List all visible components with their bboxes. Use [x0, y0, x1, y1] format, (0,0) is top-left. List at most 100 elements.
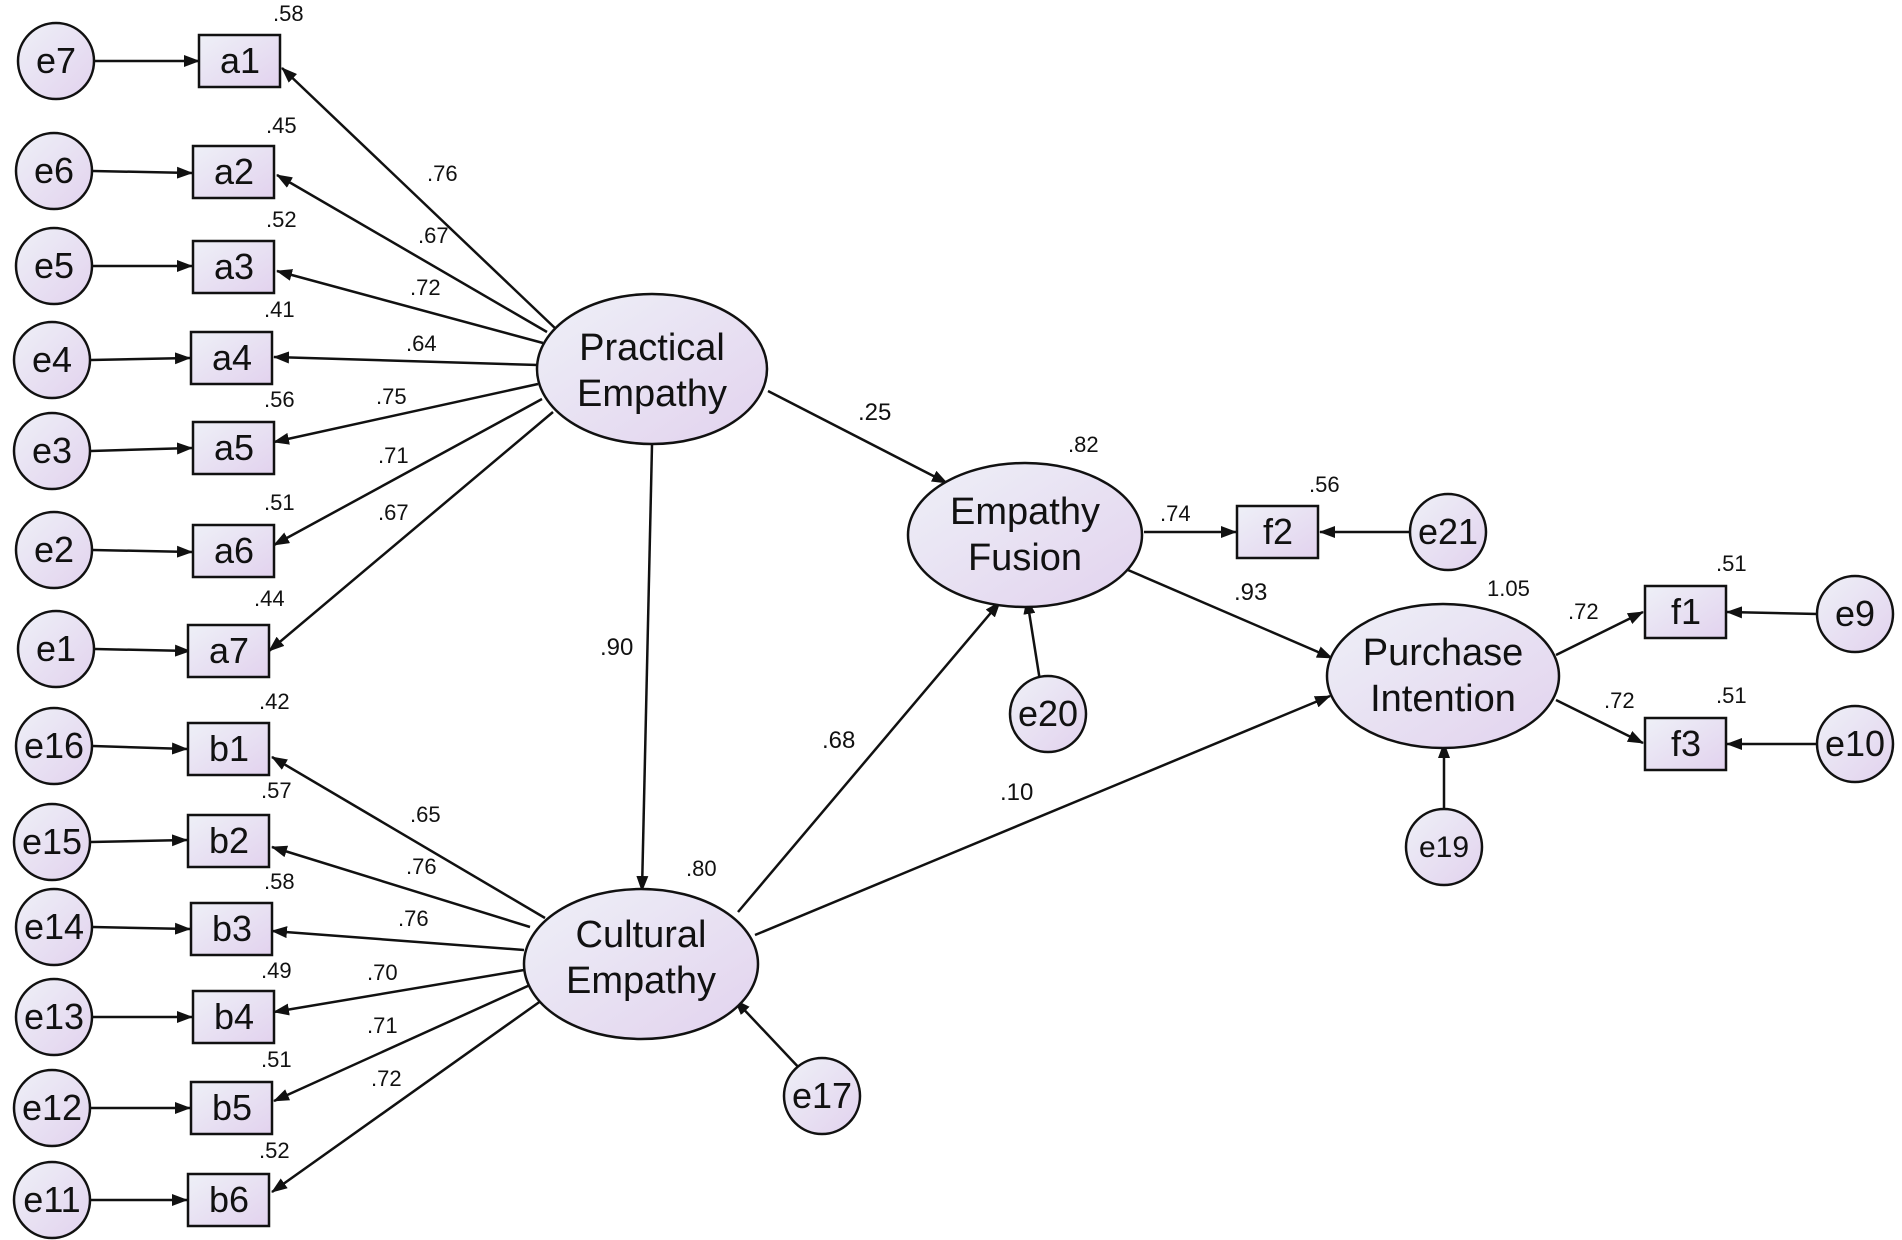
- latent-label-ce-line1: Cultural: [576, 914, 707, 956]
- error-arrow-e4-a4: [90, 352, 191, 365]
- error-label-e11: e11: [23, 1179, 80, 1220]
- indicator-label-b5: b5: [212, 1087, 252, 1128]
- error-arrow-e2-a6: [92, 545, 193, 558]
- indicator-box-a2: [191, 144, 276, 200]
- indicator-box-b2: [186, 813, 271, 869]
- latent-label-ef-line2: Fusion: [968, 537, 1082, 579]
- loading-arrow-pe-a7: [268, 411, 554, 652]
- loading-label-f1: .72: [1568, 599, 1599, 624]
- error-node-e21: [1408, 492, 1488, 572]
- error-node-e20: [1008, 674, 1088, 754]
- loading-arrow-ce-b1: [271, 755, 546, 920]
- r2-label-pi: 1.05: [1487, 576, 1530, 601]
- r2-label-a6: .51: [264, 490, 295, 515]
- latent-label-pe-line2: Empathy: [577, 373, 727, 415]
- r2-label-b6: .52: [259, 1138, 290, 1163]
- error-node-e19: [1404, 807, 1484, 887]
- path-arrow-ce-ef: [737, 601, 1001, 913]
- indicator-label-b6: b6: [209, 1179, 249, 1220]
- error-node-e9: [1815, 574, 1895, 654]
- error-label-e13: e13: [24, 996, 84, 1037]
- indicator-label-f3: f3: [1671, 723, 1701, 764]
- r2-label-f3: .51: [1716, 683, 1747, 708]
- path-labels: .25 .90 .68 .93 .10: [600, 399, 1267, 806]
- error-node-e1: [16, 609, 96, 689]
- path-label-ef-pi: .93: [1234, 579, 1267, 606]
- error-arrow-e14-b3: [92, 922, 191, 935]
- error-label-e15: e15: [22, 821, 82, 862]
- path-arrow-ce-pi: [754, 694, 1331, 937]
- r2-label-a1: .58: [273, 1, 304, 26]
- loading-arrow-ce-b6: [271, 996, 546, 1194]
- latent-empathy-fusion: [906, 461, 1144, 609]
- indicator-box-f3: [1643, 716, 1728, 772]
- indicator-label-a3: a3: [214, 246, 254, 287]
- loading-label-a6: .71: [378, 443, 409, 468]
- r2-labels: .58 .45 .52 .41 .56 .51 .44 .42 .57 .58 …: [254, 1, 1747, 1163]
- loading-label-a4: .64: [406, 331, 437, 356]
- r2-label-a7: .44: [254, 586, 285, 611]
- error-arrow-e15-b2: [90, 834, 188, 847]
- error-node-e13: [14, 977, 94, 1057]
- indicator-label-a1: a1: [220, 40, 260, 81]
- error-label-e17: e17: [792, 1075, 852, 1116]
- error-node-e14: [14, 887, 94, 967]
- error-node-e4: [12, 320, 92, 400]
- r2-label-ef: .82: [1068, 432, 1099, 457]
- error-node-e15: [12, 802, 92, 882]
- latent-label-pe-line1: Practical: [579, 327, 725, 369]
- path-arrow-ef-pi: [1127, 568, 1333, 660]
- loading-label-b5: .71: [367, 1013, 398, 1038]
- loading-label-a5: .75: [376, 384, 407, 409]
- indicator-label-b2: b2: [209, 820, 249, 861]
- error-label-e20: e20: [1018, 693, 1078, 734]
- loading-arrow-ce-b2: [271, 845, 531, 929]
- r2-label-f1: .51: [1716, 551, 1747, 576]
- r2-label-a4: .41: [264, 297, 295, 322]
- loading-label-a2: .67: [418, 223, 449, 248]
- latent-purchase-intention: [1325, 602, 1561, 750]
- error-node-e16: [14, 706, 94, 786]
- error-node-e6: [14, 131, 94, 211]
- indicator-label-b4: b4: [214, 996, 254, 1037]
- latent-label-ce-line2: Empathy: [566, 960, 716, 1002]
- loading-arrow-ce-b5: [273, 983, 531, 1103]
- error-node-e10: [1815, 704, 1895, 784]
- error-label-e19: e19: [1419, 831, 1469, 864]
- indicator-box-a4: [189, 330, 274, 386]
- loading-label-b4: .70: [367, 960, 398, 985]
- path-label-pe-ce: .90: [600, 634, 633, 661]
- indicator-box-a1: [197, 33, 282, 89]
- error-label-e4: e4: [32, 339, 72, 380]
- error-label-e9: e9: [1835, 593, 1875, 634]
- latent-label-pi-line2: Intention: [1370, 678, 1516, 720]
- loading-arrow-ce-b3: [271, 926, 525, 952]
- error-label-e3: e3: [32, 430, 72, 471]
- r2-label-f2: .56: [1309, 472, 1340, 497]
- r2-label-ce: .80: [686, 856, 717, 881]
- latent-label-pi-line1: Purchase: [1363, 632, 1524, 674]
- error-labels: e7 e6 e5 e4 e3 e2 e1 e16 e15 e14 e13 e12…: [22, 40, 1885, 1220]
- latent-label-ef-line1: Empathy: [950, 491, 1100, 533]
- path-label-ce-pi: .10: [1000, 779, 1033, 806]
- loading-arrow-pi-f3: [1555, 698, 1644, 745]
- r2-label-b1: .42: [259, 689, 290, 714]
- error-node-e7: [16, 21, 96, 101]
- latent-labels: Practical Empathy Cultural Empathy Empat…: [566, 327, 1523, 1002]
- loading-label-a1: .76: [427, 161, 458, 186]
- indicator-box-a7: [186, 623, 271, 679]
- loading-arrow-pe-a4: [273, 351, 539, 367]
- loading-arrow-pe-a2: [276, 173, 548, 334]
- error-label-e10: e10: [1825, 723, 1885, 764]
- indicator-box-b4: [191, 989, 276, 1045]
- latent-ellipses: [522, 292, 1561, 1041]
- r2-label-b3: .58: [264, 869, 295, 894]
- loading-label-f2: .74: [1160, 501, 1191, 526]
- error-arrow-e1-a7: [94, 644, 191, 657]
- error-label-e6: e6: [34, 150, 74, 191]
- indicator-box-a5: [191, 420, 276, 476]
- loading-label-f3: .72: [1604, 688, 1635, 713]
- loading-label-b6: .72: [371, 1066, 402, 1091]
- error-circles: [12, 21, 1895, 1240]
